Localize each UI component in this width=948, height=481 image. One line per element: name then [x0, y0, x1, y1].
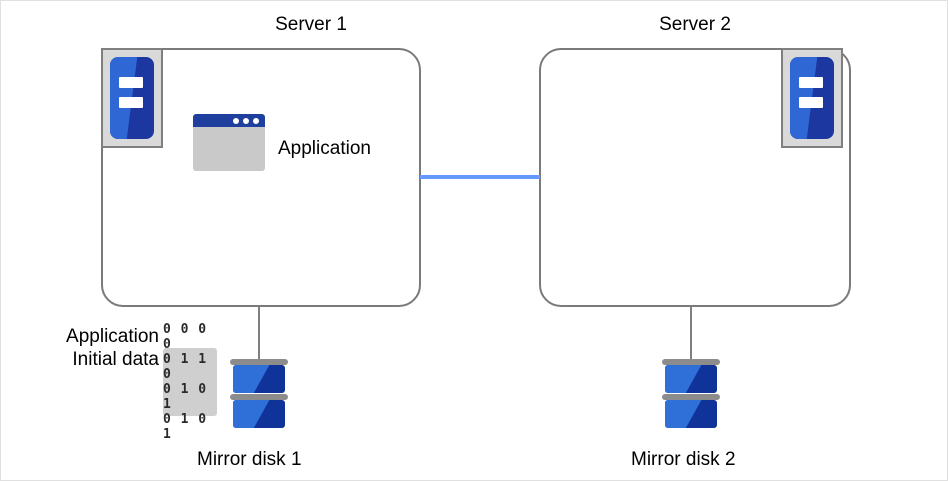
binary-row-1: 0 0 0 0: [163, 322, 208, 352]
initial-data-label-line2: Initial data: [72, 349, 159, 370]
window-dot-2: [243, 118, 249, 124]
server-bar-top: [118, 77, 144, 88]
disk-platter-middle: [662, 394, 720, 400]
window-dot-1: [233, 118, 239, 124]
disk-body-upper: [665, 365, 717, 393]
server1-server-icon: [101, 48, 163, 148]
server2-server-icon: [781, 48, 843, 148]
initial-data-label-line1: Application: [66, 326, 159, 347]
server-interconnect-line: [420, 175, 540, 179]
disk-platter-top: [230, 359, 288, 365]
server1-title: Server 1: [275, 14, 347, 35]
server2-title: Server 2: [659, 14, 731, 35]
disk-body-lower: [665, 400, 717, 428]
server1-disk-connector: [258, 306, 260, 361]
server-bar-bottom: [118, 97, 144, 108]
disk-body-upper: [233, 365, 285, 393]
disk-platter-middle: [230, 394, 288, 400]
binary-row-4: 0 1 0 1: [163, 412, 208, 442]
server2-disk-connector: [690, 306, 692, 361]
disk-platter-top: [662, 359, 720, 365]
binary-row-2: 0 1 1 0: [163, 352, 208, 382]
mirror-disk-2-icon: [662, 359, 720, 429]
application-label: Application: [278, 138, 371, 159]
server-chassis: [110, 57, 154, 139]
binary-row-3: 0 1 0 1: [163, 382, 208, 412]
window-dot-3: [253, 118, 259, 124]
mirror-disk-2-label: Mirror disk 2: [631, 449, 736, 470]
application-titlebar: [193, 114, 265, 127]
server-chassis: [790, 57, 834, 139]
server-bar-top: [798, 77, 824, 88]
mirror-disk-1-label: Mirror disk 1: [197, 449, 302, 470]
binary-data-icon: 0 0 0 0 0 1 1 0 0 1 0 1 0 1 0 1: [163, 322, 217, 442]
mirror-disk-1-icon: [230, 359, 288, 429]
server-bar-bottom: [798, 97, 824, 108]
application-window-icon: [193, 114, 265, 171]
disk-body-lower: [233, 400, 285, 428]
